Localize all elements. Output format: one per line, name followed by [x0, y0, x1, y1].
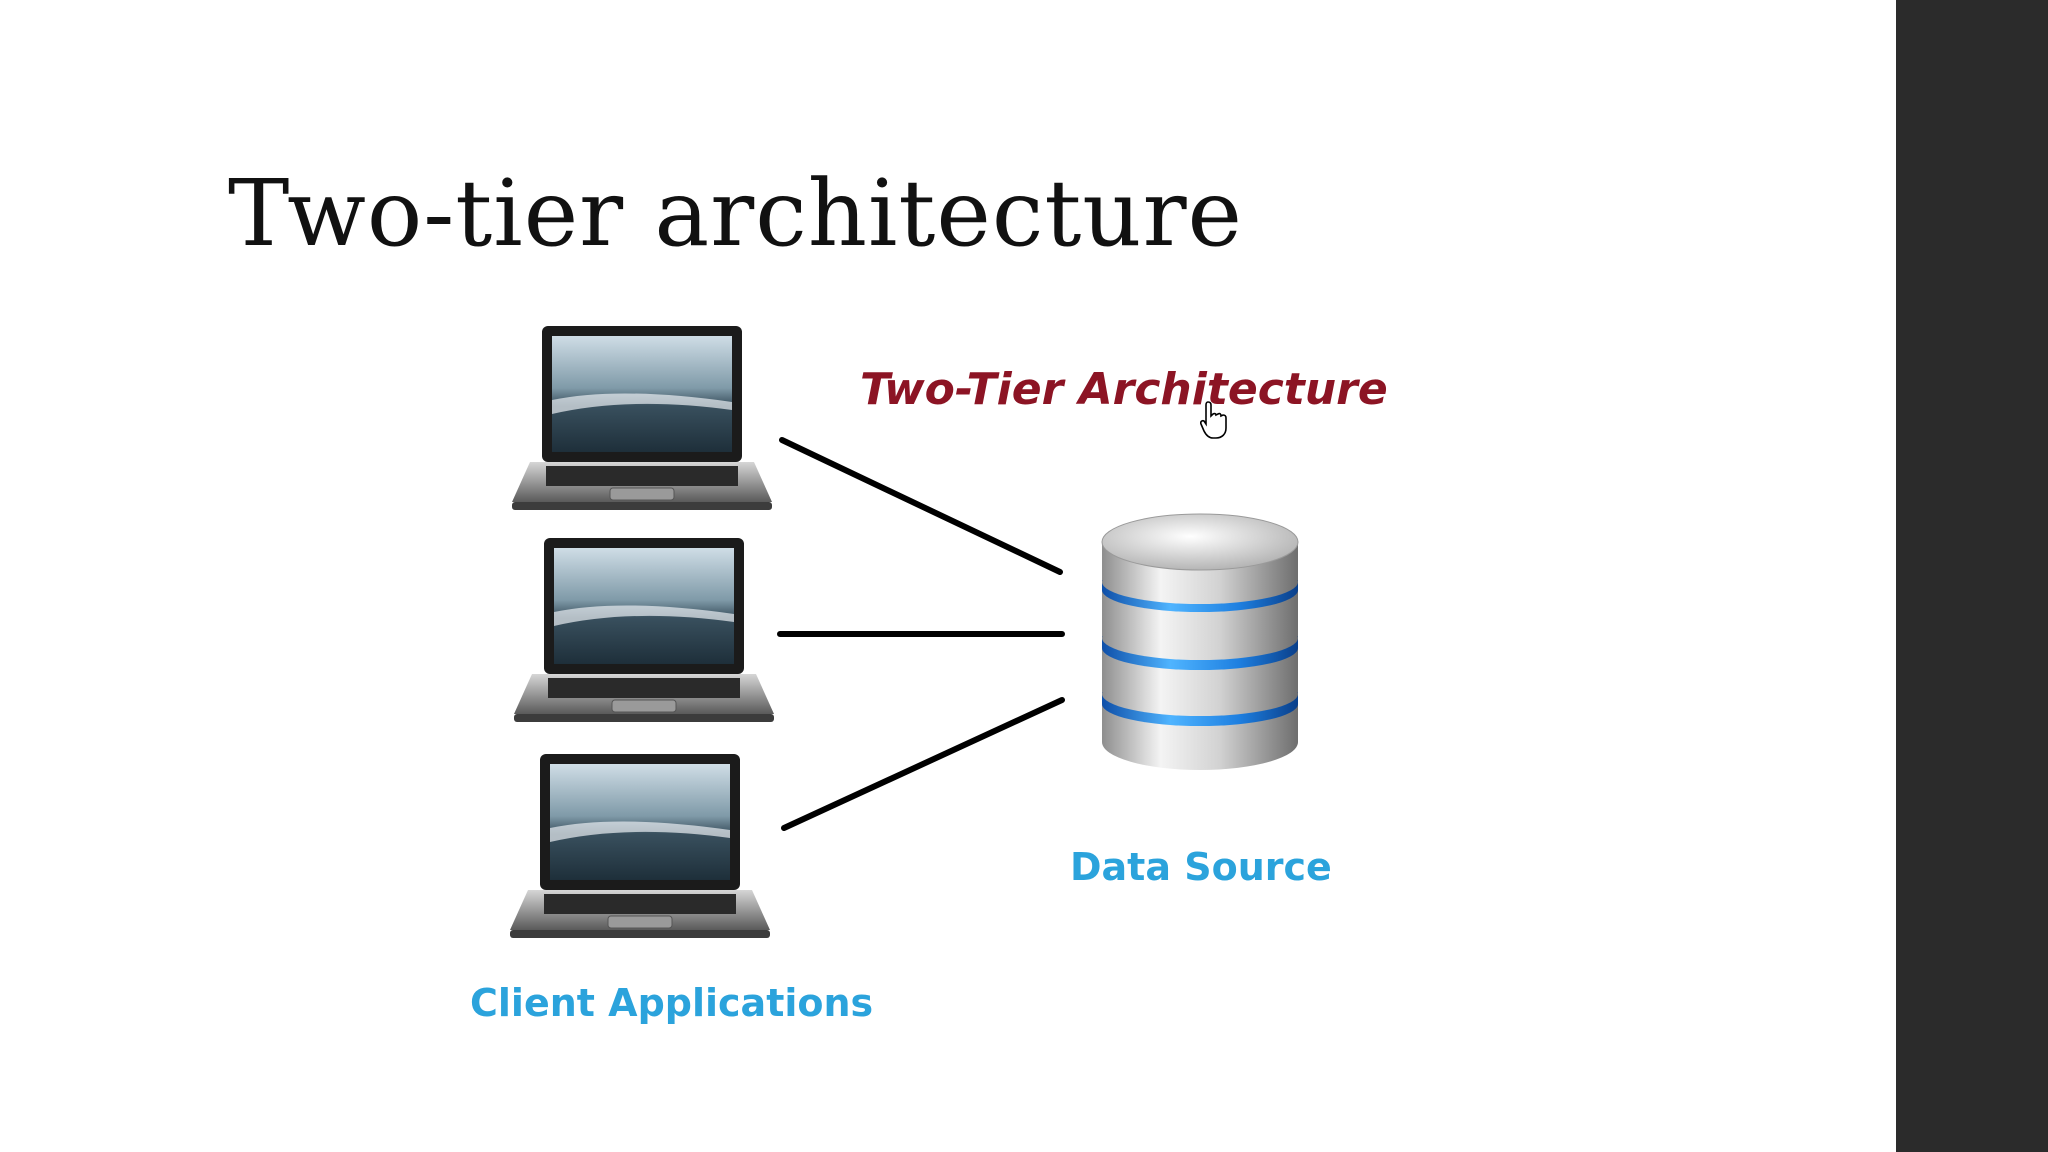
two-tier-diagram: Two-Tier Architecture: [470, 320, 1388, 1040]
laptop-icon: [508, 748, 778, 948]
connector-top: [779, 437, 1063, 575]
side-panel: [1896, 0, 2048, 1152]
laptop-icon: [512, 532, 782, 732]
diagram-title: Two-Tier Architecture: [860, 364, 1388, 415]
slide: Two-tier architecture Two-Tier Architect…: [228, 160, 1388, 1040]
connector-lines: [470, 320, 1370, 1040]
laptop-icon: [510, 320, 780, 520]
client-applications-label: Client Applications: [470, 981, 874, 1025]
connector-bottom: [781, 697, 1065, 831]
hand-cursor-icon: [1199, 400, 1228, 440]
slide-title: Two-tier architecture: [228, 160, 1243, 267]
database-icon: [1090, 508, 1310, 778]
data-source-label: Data Source: [1070, 845, 1332, 889]
